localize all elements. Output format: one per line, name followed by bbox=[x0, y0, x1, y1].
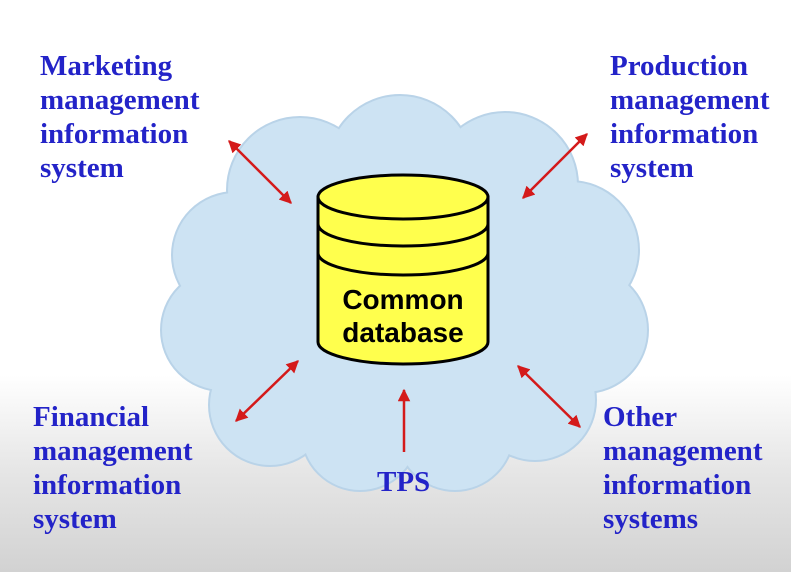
node-other-line-1: Other bbox=[603, 401, 678, 433]
node-other-line-3: information bbox=[603, 469, 752, 501]
node-tps: TPS bbox=[377, 465, 430, 499]
node-production-line-4: system bbox=[610, 152, 694, 184]
node-financial: Financial management information system bbox=[33, 400, 192, 536]
node-marketing-line-2: management bbox=[40, 84, 200, 116]
database-cylinder bbox=[316, 173, 490, 366]
node-production-line-1: Production bbox=[610, 50, 749, 82]
database-label-line-2: database bbox=[342, 317, 464, 348]
arrow-other bbox=[517, 365, 581, 428]
arrow-financial bbox=[235, 360, 299, 422]
database-label-line-1: Common bbox=[342, 284, 464, 315]
node-financial-line-2: management bbox=[33, 435, 193, 467]
node-financial-line-3: information bbox=[33, 469, 182, 501]
arrow-production bbox=[522, 133, 588, 199]
node-marketing-line-4: system bbox=[40, 152, 124, 184]
node-marketing-line-1: Marketing bbox=[40, 50, 173, 82]
node-financial-line-1: Financial bbox=[33, 401, 150, 433]
node-other-line-2: management bbox=[603, 435, 763, 467]
database-top bbox=[316, 173, 490, 221]
connector-arrows bbox=[228, 133, 588, 452]
database-band-1 bbox=[316, 223, 490, 248]
database-band-2 bbox=[316, 252, 490, 277]
arrow-marketing bbox=[228, 140, 292, 204]
node-tps-line-1: TPS bbox=[377, 466, 431, 498]
node-production-line-2: management bbox=[610, 84, 770, 116]
node-marketing-line-3: information bbox=[40, 118, 189, 150]
node-other: Other management information systems bbox=[603, 400, 762, 536]
database-label: Common database bbox=[318, 283, 488, 349]
database-body bbox=[316, 195, 490, 366]
node-marketing: Marketing management information system bbox=[40, 49, 199, 185]
node-production-line-3: information bbox=[610, 118, 759, 150]
node-other-line-4: systems bbox=[603, 503, 699, 535]
node-financial-line-4: system bbox=[33, 503, 117, 535]
node-production: Production management information system bbox=[610, 49, 769, 185]
